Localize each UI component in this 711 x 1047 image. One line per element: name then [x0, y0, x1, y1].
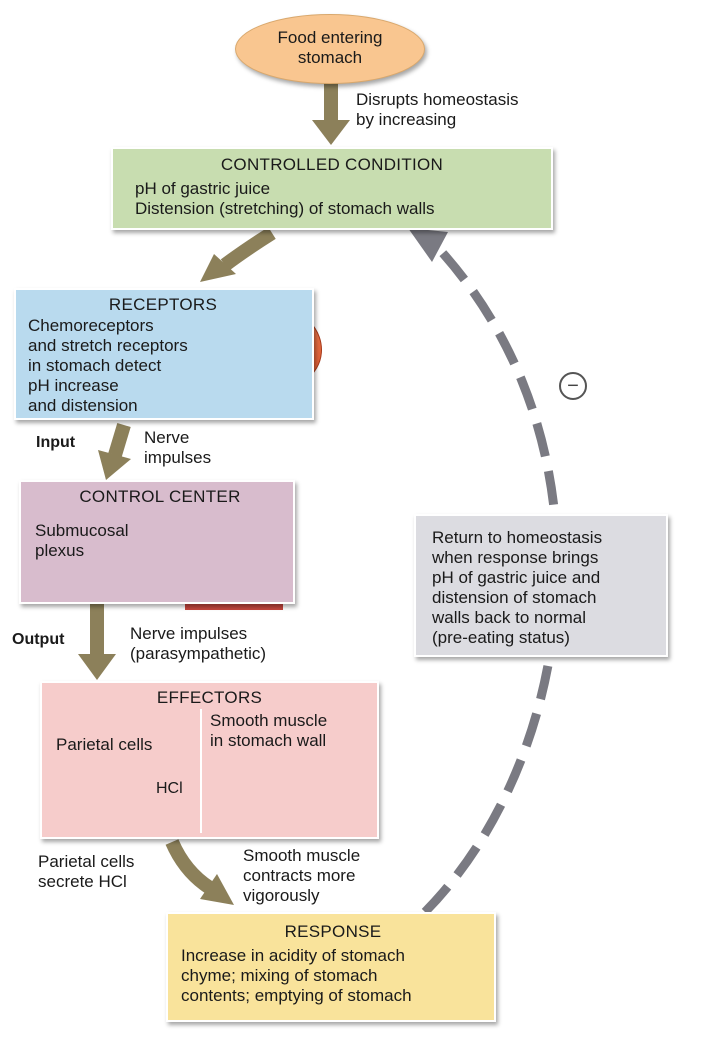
- return-line-2: when response brings: [432, 548, 599, 567]
- arrow-stimulus-to-controlled: [312, 82, 350, 145]
- arrow-control-to-effectors: [78, 604, 116, 680]
- feedback-arrowhead: [408, 228, 448, 262]
- return-homeostasis-box: Return to homeostasis when response brin…: [414, 514, 668, 657]
- return-line-6: (pre-eating status): [432, 628, 570, 647]
- control-center-box: CONTROL CENTER Submucosal plexus: [19, 480, 295, 604]
- controlled-line-2: Distension (stretching) of stomach walls: [135, 199, 435, 218]
- return-line-4: distension of stomach: [432, 588, 597, 607]
- return-line-3: pH of gastric juice and: [432, 568, 601, 587]
- stimulus-text-2: stomach: [297, 48, 363, 67]
- effectors-right-line-2: in stomach wall: [210, 731, 327, 750]
- return-line-5: walls back to normal: [432, 608, 587, 627]
- receptors-line-3: in stomach detect: [28, 356, 162, 375]
- controlled-title: CONTROLLED CONDITION: [220, 155, 444, 174]
- smooth-contracts-label: Smooth muscle contracts more vigorously: [243, 846, 361, 905]
- parietal-secrete-label: Parietal cells secrete HCl: [38, 852, 135, 891]
- response-box: RESPONSE Increase in acidity of stomach …: [166, 912, 496, 1022]
- input-label: Input: [36, 434, 76, 451]
- return-line-1: Return to homeostasis: [432, 528, 603, 547]
- stimulus-text-1: Food entering: [277, 28, 383, 47]
- receptors-title: RECEPTORS: [108, 295, 218, 314]
- effectors-box: EFFECTORS Parietal cells HCl Smooth musc…: [40, 681, 379, 839]
- response-title: RESPONSE: [284, 922, 382, 941]
- controlled-line-1: pH of gastric juice: [135, 179, 271, 198]
- response-line-3: contents; emptying of stomach: [181, 986, 412, 1005]
- effectors-title: EFFECTORS: [156, 688, 263, 707]
- receptors-line-2: and stretch receptors: [28, 336, 188, 355]
- arrow-controlled-to-receptors: [200, 227, 276, 282]
- output-label: Output: [12, 631, 65, 648]
- effectors-right-line-1: Smooth muscle: [210, 711, 328, 730]
- effectors-left-label: Parietal cells: [56, 735, 153, 754]
- negative-feedback-icon: −: [559, 372, 587, 400]
- control-center-line-2: plexus: [35, 541, 85, 560]
- stimulus-ellipse: Food entering stomach: [235, 14, 425, 84]
- receptors-line-4: pH increase: [28, 376, 119, 395]
- receptors-line-1: Chemoreceptors: [28, 316, 154, 335]
- response-line-1: Increase in acidity of stomach: [181, 946, 405, 965]
- control-center-title: CONTROL CENTER: [79, 487, 241, 506]
- effectors-hcl-label: HCl: [156, 780, 183, 797]
- receptors-box: RECEPTORS Chemoreceptors and stretch rec…: [14, 288, 314, 420]
- response-line-2: chyme; mixing of stomach: [181, 966, 378, 985]
- controlled-condition-box: CONTROLLED CONDITION pH of gastric juice…: [111, 147, 553, 230]
- receptors-line-5: and distension: [28, 396, 138, 415]
- disrupts-label: Disrupts homeostasis by increasing: [356, 90, 519, 129]
- arrow-receptors-to-control: [98, 422, 131, 480]
- svg-text:−: −: [567, 375, 579, 397]
- input-nerve-label: Nerve impulses: [144, 428, 212, 467]
- control-center-line-1: Submucosal: [35, 521, 129, 540]
- effectors-divider: [200, 709, 202, 833]
- arrow-effectors-to-response: [165, 839, 234, 905]
- output-nerve-label: Nerve impulses (parasympathetic): [130, 624, 267, 663]
